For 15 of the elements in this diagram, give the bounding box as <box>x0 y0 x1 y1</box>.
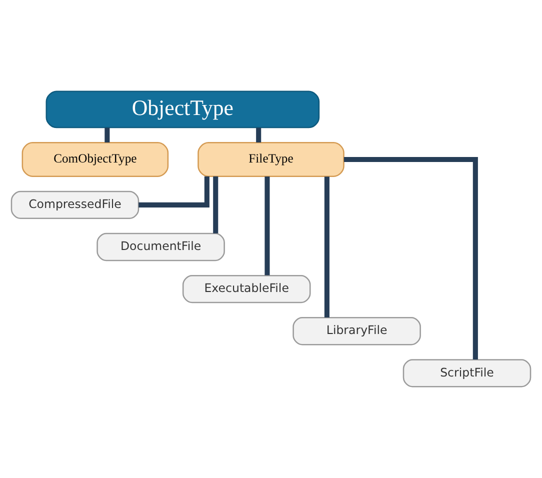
connector <box>344 156 478 360</box>
node-box: ObjectType <box>46 90 320 128</box>
node-box: CompressedFile <box>10 190 140 220</box>
connector <box>213 176 218 234</box>
node-box: DocumentFile <box>96 232 225 262</box>
node-box: ExecutableFile <box>182 274 311 304</box>
node-box: LibraryFile <box>292 317 421 346</box>
connector <box>104 128 110 142</box>
connector <box>138 176 210 208</box>
node-box: FileType <box>198 142 344 177</box>
connector <box>324 176 330 318</box>
node-box: ComObjectType <box>22 142 169 177</box>
connector <box>264 176 270 276</box>
connector <box>256 128 262 142</box>
node-box: ScriptFile <box>402 359 532 388</box>
